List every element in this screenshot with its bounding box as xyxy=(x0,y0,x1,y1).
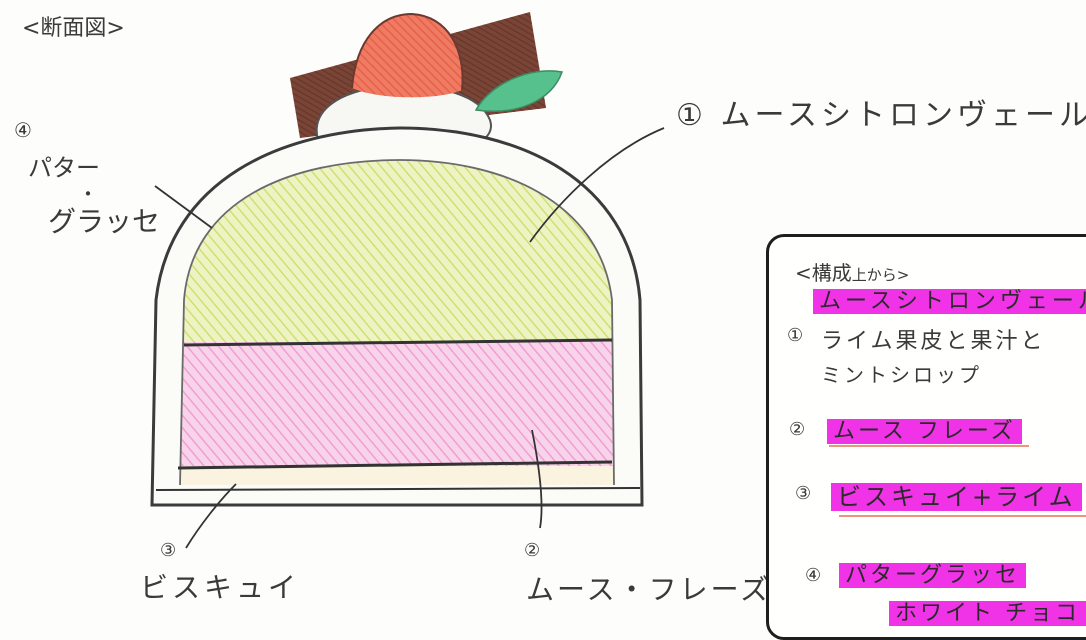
composition-heading-small: 上から> xyxy=(851,266,910,284)
biscuit-layer xyxy=(180,466,614,485)
item1-line1: ライム果皮と果汁と xyxy=(821,329,1046,354)
layer1-number: ① xyxy=(676,98,707,133)
item2-underline xyxy=(829,445,1029,447)
composition-box: <構成上から> ムースシトロンヴェール ① ライム果皮と果汁と ミントシロップ … xyxy=(766,234,1086,640)
item3-underline xyxy=(839,515,1086,517)
item1-line2: ミントシロップ xyxy=(821,363,982,387)
layer4-number: ④ xyxy=(14,118,32,142)
item4-highlight: パターグラッセ xyxy=(839,563,1027,588)
item3-highlight: ビスキュイ+ライム xyxy=(831,483,1082,511)
layer2-label: ムース・フレーズ xyxy=(526,573,772,606)
layer4-label-line1: パター xyxy=(28,154,100,182)
layer1-label: ① ムースシトロンヴェール xyxy=(676,90,1086,134)
cake-cross-section-sketch xyxy=(150,12,665,549)
layer2-number: ② xyxy=(524,540,541,561)
mint-leaf-decoration xyxy=(474,70,564,112)
layer4-label-dot: ・ xyxy=(78,182,98,206)
composition-heading-main: <構成 xyxy=(795,261,852,285)
item2-number: ② xyxy=(789,419,806,440)
layer3-number: ③ xyxy=(160,540,177,561)
callout-leader-lines xyxy=(154,127,665,549)
item2-highlight: ムース フレーズ xyxy=(827,419,1022,444)
item4-sub-highlight: ホワイト チョコ xyxy=(889,601,1086,626)
item3-number: ③ xyxy=(795,483,812,504)
item1-highlight: ムースシトロンヴェール xyxy=(813,289,1086,314)
strawberry-decoration xyxy=(351,12,464,98)
layer1-name: ムースシトロンヴェール xyxy=(720,98,1086,133)
item4-number: ④ xyxy=(805,565,822,586)
item1-number: ① xyxy=(787,325,804,346)
cross-section-title: <断面図> xyxy=(22,16,125,41)
composition-heading: <構成上から> xyxy=(795,257,909,286)
layer3-label: ビスキュイ xyxy=(140,571,301,604)
layer4-label-line2: グラッセ xyxy=(48,205,161,238)
